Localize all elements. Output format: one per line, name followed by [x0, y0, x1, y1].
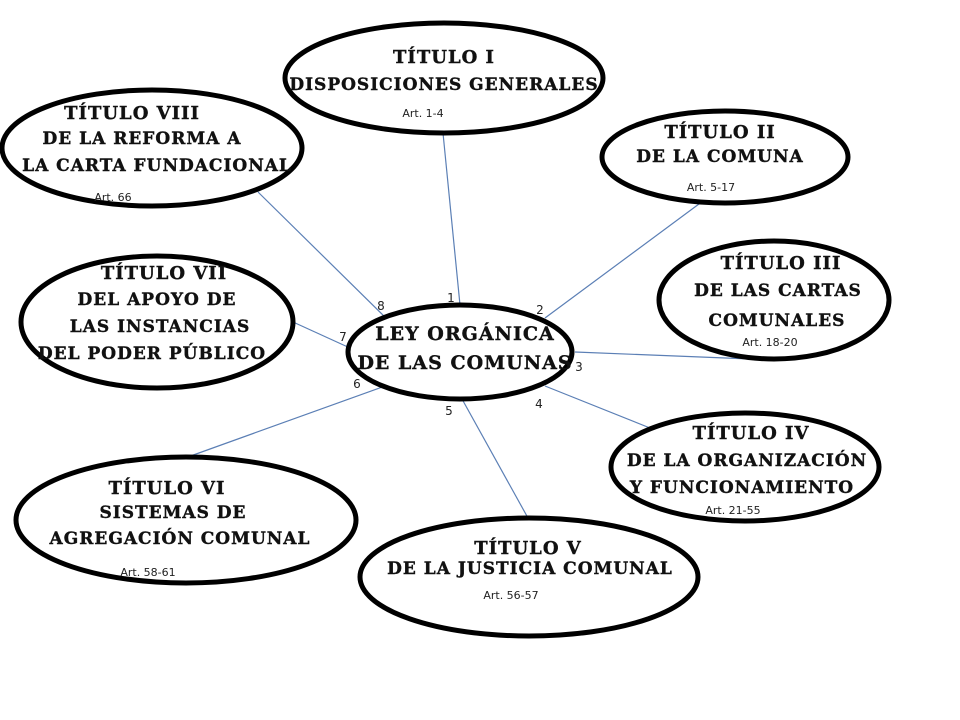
- titulo-1-articles: Art. 1-4: [402, 107, 443, 120]
- connector-lines: [184, 132, 776, 519]
- titulo-8-line-2: DE LA REFORMA A: [43, 129, 242, 149]
- titulo-5-node: TÍTULO V DE LA JUSTICIA COMUNAL Art. 56-…: [387, 536, 673, 602]
- ellipse-center: [345, 302, 575, 402]
- titulo-8-line-1: TÍTULO VIII: [64, 101, 200, 124]
- title-ellipses: [0, 20, 892, 639]
- ellipse-titulo-1: [282, 20, 606, 136]
- ellipse-titulo-5: [357, 515, 701, 639]
- ellipse-titulo-3: [656, 238, 892, 362]
- titulo-3-line-3: COMUNALES: [709, 311, 846, 331]
- titulo-6-node: TÍTULO VI SISTEMAS DE AGREGACIÓN COMUNAL…: [48, 476, 311, 579]
- connector-number-1: 1: [447, 291, 455, 305]
- connector-8: [257, 191, 391, 323]
- titulo-3-line-1: TÍTULO III: [721, 251, 842, 274]
- ellipse-titulo-4: [608, 410, 882, 524]
- connector-7: [292, 321, 351, 349]
- titulo-6-line-2: SISTEMAS DE: [99, 503, 246, 523]
- titulo-2-line-1: TÍTULO II: [664, 120, 775, 143]
- connector-number-8: 8: [377, 299, 385, 313]
- connector-4: [544, 385, 656, 431]
- titulo-7-line-4: DEL PODER PÚBLICO: [38, 343, 266, 364]
- titulo-7-node: TÍTULO VII DEL APOYO DE LAS INSTANCIAS D…: [38, 261, 266, 364]
- titulo-4-articles: Art. 21-55: [705, 504, 760, 517]
- titulo-1-line-2: DISPOSICIONES GENERALES: [289, 75, 598, 95]
- ellipse-titulo-7: [18, 253, 296, 391]
- ellipse-titulo-8: [0, 87, 305, 209]
- ellipse-titulo-2: [599, 108, 851, 206]
- titulo-4-line-2: DE LA ORGANIZACIÓN: [627, 450, 867, 471]
- titulo-2-articles: Art. 5-17: [687, 181, 735, 194]
- titulo-8-line-3: LA CARTA FUNDACIONAL: [22, 156, 292, 176]
- connector-number-7: 7: [339, 330, 347, 344]
- connector-5: [461, 398, 529, 519]
- titulo-7-line-1: TÍTULO VII: [101, 261, 227, 284]
- connector-1: [442, 132, 461, 306]
- titulo-7-line-3: LAS INSTANCIAS: [70, 317, 251, 337]
- titulo-4-node: TÍTULO IV DE LA ORGANIZACIÓN Y FUNCIONAM…: [627, 421, 867, 517]
- titulo-6-articles: Art. 58-61: [120, 566, 175, 579]
- titulo-3-articles: Art. 18-20: [742, 336, 797, 349]
- titulo-6-line-3: AGREGACIÓN COMUNAL: [49, 528, 311, 549]
- titulo-4-line-1: TÍTULO IV: [693, 421, 810, 444]
- titulo-4-line-3: Y FUNCIONAMIENTO: [629, 478, 854, 498]
- ellipse-titulo-6: [13, 454, 359, 586]
- connector-number-4: 4: [535, 397, 543, 411]
- titulo-3-node: TÍTULO III DE LAS CARTAS COMUNALES Art. …: [694, 251, 862, 349]
- connector-number-6: 6: [353, 377, 361, 391]
- titulo-5-line-1: TÍTULO V: [474, 536, 582, 559]
- titulo-2-node: TÍTULO II DE LA COMUNA Art. 5-17: [636, 120, 803, 194]
- titulo-2-line-2: DE LA COMUNA: [636, 147, 803, 167]
- titulo-5-line-2: DE LA JUSTICIA COMUNAL: [387, 559, 673, 579]
- connector-number-3: 3: [575, 360, 583, 374]
- center-line-2: DE LAS COMUNAS: [357, 352, 572, 374]
- center-line-1: LEY ORGÁNICA: [375, 322, 554, 345]
- titulo-8-articles: Art. 66: [94, 191, 131, 204]
- connector-2: [544, 200, 704, 319]
- connector-number-5: 5: [445, 404, 453, 418]
- connector-numbers: 1 2 3 4 5 6 7 8: [339, 291, 583, 418]
- titulo-3-line-2: DE LAS CARTAS: [694, 281, 862, 301]
- titulo-7-line-2: DEL APOYO DE: [78, 290, 237, 310]
- titulo-1-node: TÍTULO I DISPOSICIONES GENERALES Art. 1-…: [289, 45, 598, 120]
- titulo-8-node: TÍTULO VIII DE LA REFORMA A LA CARTA FUN…: [22, 101, 292, 204]
- center-node-text: LEY ORGÁNICA DE LAS COMUNAS: [357, 322, 572, 374]
- titulo-1-line-1: TÍTULO I: [393, 45, 495, 68]
- titulo-6-line-1: TÍTULO VI: [109, 476, 226, 499]
- connector-6: [184, 385, 386, 459]
- titulo-5-articles: Art. 56-57: [483, 589, 538, 602]
- connector-number-2: 2: [536, 303, 544, 317]
